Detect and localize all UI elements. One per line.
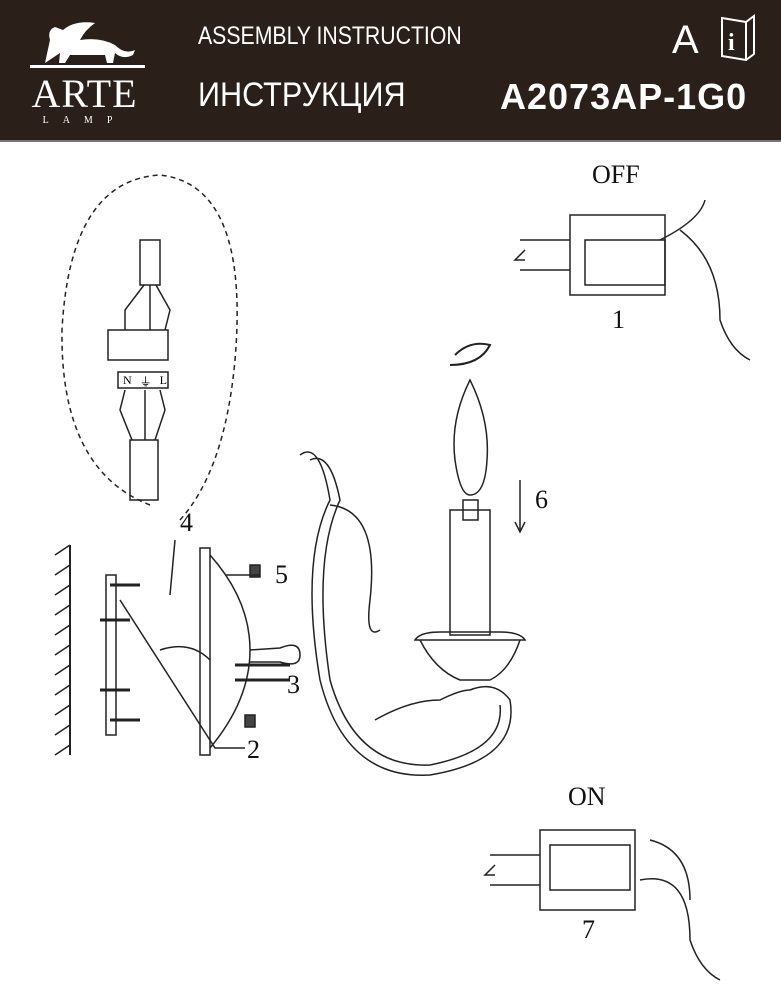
cable-top <box>139 239 161 286</box>
title-ru: ИНСТРУКЦИЯ <box>198 76 406 114</box>
live-label: L <box>159 373 167 387</box>
neutral-label: N <box>123 373 132 387</box>
step-5: 5 <box>275 560 288 589</box>
mounting-plate <box>105 574 117 736</box>
brand-name: ARTE <box>31 71 138 116</box>
flame-bulb <box>453 378 489 496</box>
ground-icon: ⏚ <box>139 375 152 389</box>
step-3: 3 <box>287 670 300 699</box>
manual-info-icon: i <box>721 14 755 62</box>
title-en: ASSEMBLY INSTRUCTION <box>198 22 462 50</box>
step-6: 6 <box>535 485 548 514</box>
candle-sleeve <box>449 509 491 636</box>
terminal-block <box>107 329 169 361</box>
step-1: 1 <box>612 305 625 334</box>
svg-text:i: i <box>728 30 735 56</box>
on-label: ON <box>568 782 606 811</box>
step-4: 4 <box>180 508 193 537</box>
off-label: OFF <box>592 160 640 189</box>
arte-lamp-logo: ARTE LAMP <box>22 15 152 130</box>
brand-sub: LAMP <box>42 115 127 126</box>
step-2: 2 <box>247 735 260 764</box>
switch-on <box>539 829 636 911</box>
model-number: A2073AP-1G0 <box>500 76 748 117</box>
lang-mark: A <box>672 18 699 62</box>
griffin-icon <box>29 22 145 68</box>
header-banner: ARTE LAMP ASSEMBLY INSTRUCTION ИНСТРУКЦИ… <box>0 0 781 142</box>
callout-bubble <box>61 174 238 521</box>
cable-bottom <box>129 439 159 501</box>
backplate <box>199 547 211 756</box>
terminal-label-box <box>117 371 169 389</box>
terminal-labels: N ⏚ L <box>120 373 170 390</box>
step-7: 7 <box>582 915 595 944</box>
